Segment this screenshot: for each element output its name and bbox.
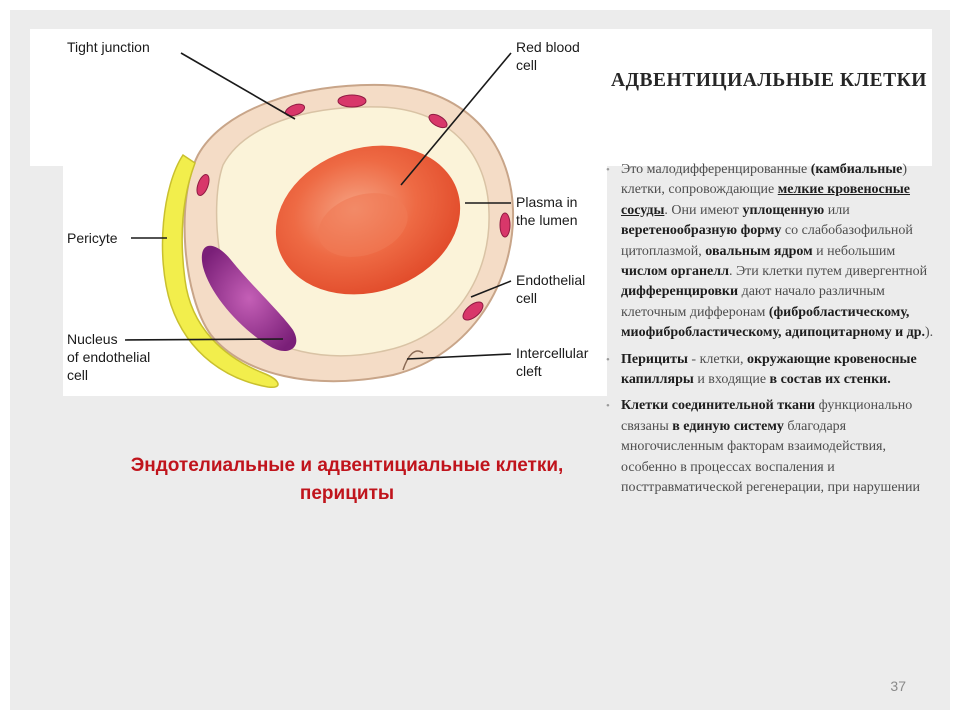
label-nucleus-line3: cell [67, 367, 88, 383]
label-nucleus-line1: Nucleus [67, 331, 118, 347]
text-run: ) клетки, сопровождающие [621, 162, 908, 198]
text-run: уплощенную [742, 202, 825, 218]
text-run: (камбиальные [810, 162, 903, 177]
leader-endothelial-cell [470, 280, 512, 298]
text-run: (фибробластическому, миофибробластическо… [621, 304, 926, 341]
paragraph-pericytes: • Перициты - клетки, окружающие кровенос… [606, 350, 940, 391]
leader-nucleus [124, 338, 284, 341]
rbc-center-shape [318, 193, 408, 257]
text-run: со слабобазофильной цитоплазмой, [621, 223, 913, 259]
paragraph-connective-tissue: • Клетки соединительной ткани функционал… [606, 396, 940, 498]
paragraph-adventitial: • Это малодифференцированные (камбиальны… [606, 160, 940, 344]
pericyte-shape [161, 153, 279, 389]
text-run: - клетки, [687, 351, 747, 367]
text-run: или [824, 202, 850, 218]
text-run: функционально связаны [621, 398, 913, 434]
figure-caption: Эндотелиальные и адвентициальные клетки,… [130, 455, 564, 504]
text-run: дают начало различным клеточным дифферон… [621, 284, 885, 320]
text-run: благодаря многочисленным факторам взаимо… [621, 418, 921, 496]
bullet-icon: • [606, 164, 610, 176]
intercellular-cleft-shape [402, 350, 424, 371]
text-run: Клетки соединительной ткани [621, 398, 816, 414]
label-nucleus-line2: of endothelial [67, 349, 150, 365]
text-run: Это малодифференцированные [621, 162, 811, 177]
label-endothelial-line2: cell [516, 290, 537, 306]
paragraph-text: Клетки соединительной ткани функциональн… [621, 398, 920, 495]
text-run: мелкие кровеносные сосуды [621, 182, 910, 218]
text-run: овальным ядром [705, 243, 813, 259]
text-run: веретенообразную форму [621, 223, 782, 239]
leader-intercellular-cleft [406, 353, 512, 360]
page-number: 37 [890, 678, 906, 694]
paragraph-text: Это малодифференцированные (камбиальные)… [621, 162, 933, 340]
leader-red-blood-cell [400, 52, 512, 186]
text-run: числом органелл [621, 264, 729, 280]
text-run: . Эти клетки путем дивергентной [728, 264, 928, 280]
bullet-icon: • [606, 353, 610, 366]
bullet-icon: • [606, 400, 610, 413]
label-tight-junction: Tight junction [67, 39, 150, 55]
text-run: ). [925, 325, 934, 341]
paragraph-text: Перициты - клетки, окружающие кровеносны… [621, 352, 917, 387]
mitochondria [196, 94, 511, 321]
capillary-diagram: Tight junction Red blood cell Plasma in … [63, 35, 607, 396]
label-endothelial-line1: Endothelial [516, 272, 585, 288]
text-run: в единую систему [672, 418, 784, 434]
body-text: • Это малодифференцированные (камбиальны… [606, 160, 940, 505]
label-intercellular-line2: cleft [516, 363, 542, 379]
label-red-blood-cell-line1: Red blood [516, 39, 580, 55]
label-plasma-line2: the lumen [516, 212, 577, 228]
text-run: в состав их стенки. [769, 372, 891, 388]
text-run: окружающие кровеносные капилляры [621, 351, 917, 388]
text-run: Перициты [621, 351, 688, 367]
endothelial-nucleus-shape [201, 245, 297, 351]
label-intercellular-line1: Intercellular [516, 345, 589, 361]
text-run: . Они имеют [664, 202, 743, 218]
text-run: и входящие [693, 372, 770, 388]
leader-tight-junction [180, 52, 296, 120]
text-run: и небольшим [812, 243, 896, 259]
label-pericyte: Pericyte [67, 230, 118, 246]
label-plasma-line1: Plasma in [516, 194, 577, 210]
text-run: дифференцировки [621, 284, 739, 300]
slide-title: АДВЕНТИЦИАЛЬНЫЕ КЛЕТКИ [611, 70, 927, 91]
label-red-blood-cell-line2: cell [516, 57, 537, 73]
